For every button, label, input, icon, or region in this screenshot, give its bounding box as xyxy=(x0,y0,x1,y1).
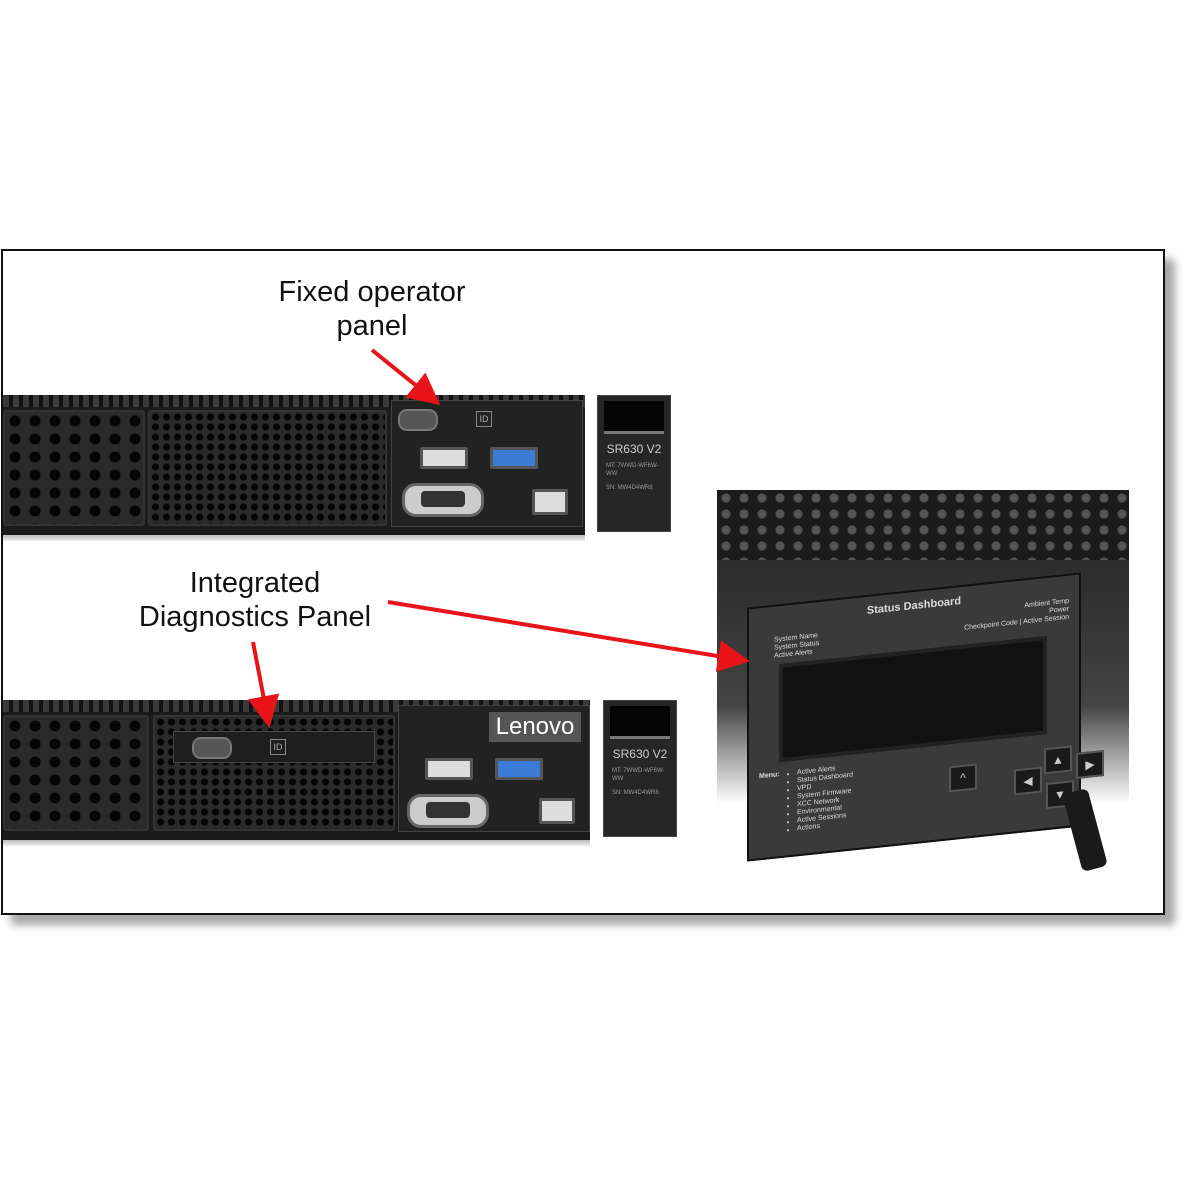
machine-type-tag: MT: 7WWD-WF6W-WW xyxy=(606,463,659,477)
chassis-edge xyxy=(3,840,590,846)
usb3-port xyxy=(490,447,538,469)
diagnostics-panel-front[interactable]: ID xyxy=(173,731,375,763)
arrow-diagnostics-panel xyxy=(247,641,280,728)
label-line: Fixed operator xyxy=(278,276,466,308)
rack-ear: SR630 V2 MT: 7WWD-WF6W-WW SN: MW4D4WR8 xyxy=(597,395,671,532)
lenovo-logo: Lenovo xyxy=(489,712,581,742)
label-line: Integrated xyxy=(189,567,321,599)
server-grille xyxy=(717,490,1129,560)
usb-port xyxy=(420,447,468,469)
drive-bay-grille xyxy=(148,410,387,526)
label-integrated-diagnostics-panel: Integrated Diagnostics Panel xyxy=(120,566,390,634)
front-io: Lenovo xyxy=(398,705,590,832)
vga-port xyxy=(407,794,489,828)
power-button[interactable] xyxy=(398,409,438,431)
model-label: SR630 V2 xyxy=(612,747,668,761)
arrow-diagnostics-photo xyxy=(387,600,750,672)
id-button[interactable]: ID xyxy=(270,739,286,755)
serial-tag: SN: MW4D4WR8 xyxy=(606,485,653,491)
drive-bay-grille xyxy=(3,410,145,526)
machine-type-tag: MT: 7WWD-WF6W-WW xyxy=(612,768,665,782)
diagnostics-bay: ID xyxy=(153,715,395,831)
model-label: SR630 V2 xyxy=(606,442,662,456)
label-line: panel xyxy=(336,310,408,342)
arrow-fixed-panel xyxy=(370,348,441,406)
server-fixed-panel: ID xyxy=(3,395,585,541)
chassis-edge xyxy=(3,535,585,541)
id-button[interactable]: ID xyxy=(476,411,492,427)
vga-port xyxy=(402,483,484,517)
power-button[interactable] xyxy=(192,737,232,759)
label-fixed-operator-panel: Fixed operator panel xyxy=(262,275,482,343)
mgmt-port xyxy=(532,489,568,515)
label-line: Diagnostics Panel xyxy=(138,601,372,633)
rack-ear: SR630 V2 MT: 7WWD-WF6W-WW SN: MW4D4WR8 xyxy=(603,700,677,837)
usb-port xyxy=(425,758,473,780)
mgmt-port xyxy=(539,798,575,824)
operator-panel: ID xyxy=(391,400,583,527)
drive-bay-grille xyxy=(3,715,149,831)
usb3-port xyxy=(495,758,543,780)
serial-tag: SN: MW4D4WR8 xyxy=(612,790,659,796)
diagnostics-panel-photo: Status Dashboard System Name System Stat… xyxy=(717,490,1129,882)
server-diagnostics-panel: ID Lenovo xyxy=(3,700,590,846)
